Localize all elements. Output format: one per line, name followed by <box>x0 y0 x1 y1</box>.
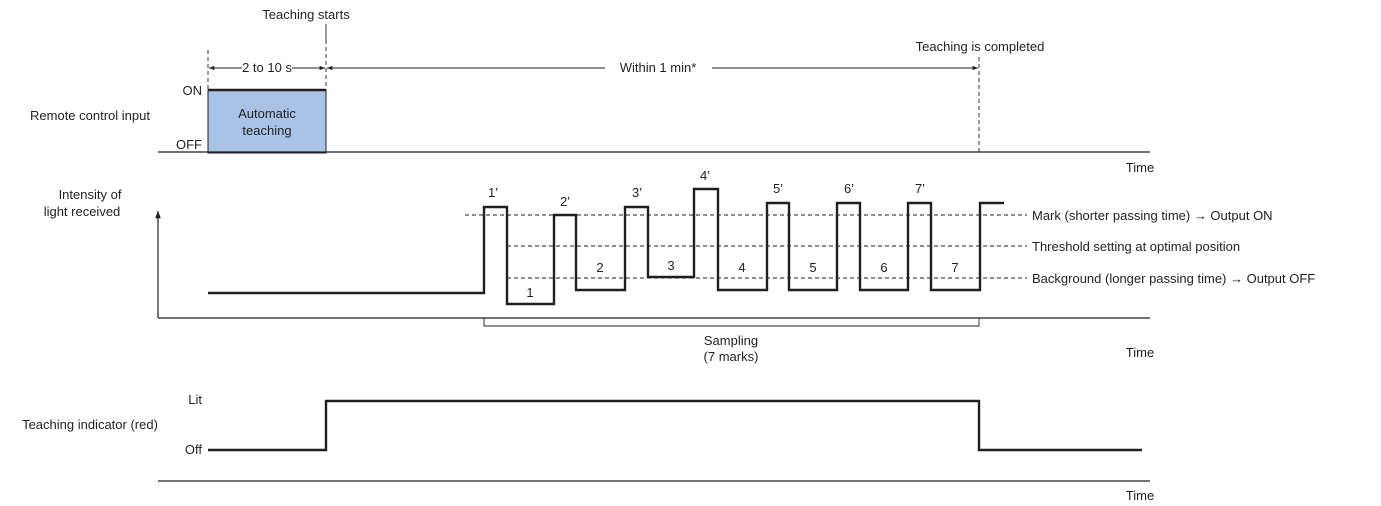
background-label-3: 3 <box>667 258 674 273</box>
sampling-label-2: (7 marks) <box>704 349 759 364</box>
remote-off-label: OFF <box>176 137 202 152</box>
mark-label-5: 5’ <box>773 181 783 196</box>
duration-2-10-label: 2 to 10 s <box>242 60 292 75</box>
within-1-min-label: Within 1 min* <box>620 60 697 75</box>
teaching-completed-label: Teaching is completed <box>916 39 1045 54</box>
teaching-indicator-label: Teaching indicator (red) <box>22 417 158 432</box>
background-label-4: 4 <box>738 260 745 275</box>
sampling-label-1: Sampling <box>704 333 758 348</box>
background-label-2: 2 <box>596 260 603 275</box>
threshold-line-label: Threshold setting at optimal position <box>1032 239 1240 254</box>
remote-control-input-label: Remote control input <box>30 108 150 123</box>
mark-line-label: Mark (shorter passing time) → Output ON <box>1032 208 1273 223</box>
teaching-indicator-signal <box>208 399 1142 452</box>
automatic-teaching-label-2: teaching <box>242 123 291 138</box>
indicator-off-label: Off <box>185 442 202 457</box>
indicator-lit-label: Lit <box>188 392 202 407</box>
background-label-6: 6 <box>880 260 887 275</box>
indicator-time-label: Time <box>1126 488 1154 503</box>
mark-label-3: 3’ <box>632 185 642 200</box>
background-label-7: 7 <box>951 260 958 275</box>
automatic-teaching-label-1: Automatic <box>238 106 296 121</box>
mark-label-1: 1’ <box>488 185 498 200</box>
intensity-label-2: light received <box>44 204 121 219</box>
mark-label-7: 7’ <box>915 181 925 196</box>
teaching-starts-label: Teaching starts <box>262 7 350 22</box>
automatic-teaching-box <box>207 89 327 154</box>
mark-label-4: 4’ <box>700 168 710 183</box>
remote-on-label: ON <box>183 83 203 98</box>
background-line-label: Background (longer passing time) → Outpu… <box>1032 271 1315 286</box>
background-label-5: 5 <box>809 260 816 275</box>
remote-time-label: Time <box>1126 160 1154 175</box>
mark-label-6: 6’ <box>844 181 854 196</box>
intensity-label-1: Intensity of <box>59 187 122 202</box>
sampling-bracket <box>483 318 980 327</box>
light-intensity-signal <box>208 187 1004 306</box>
intensity-time-label: Time <box>1126 345 1154 360</box>
mark-label-2: 2’ <box>560 194 570 209</box>
background-label-1: 1 <box>526 285 533 300</box>
